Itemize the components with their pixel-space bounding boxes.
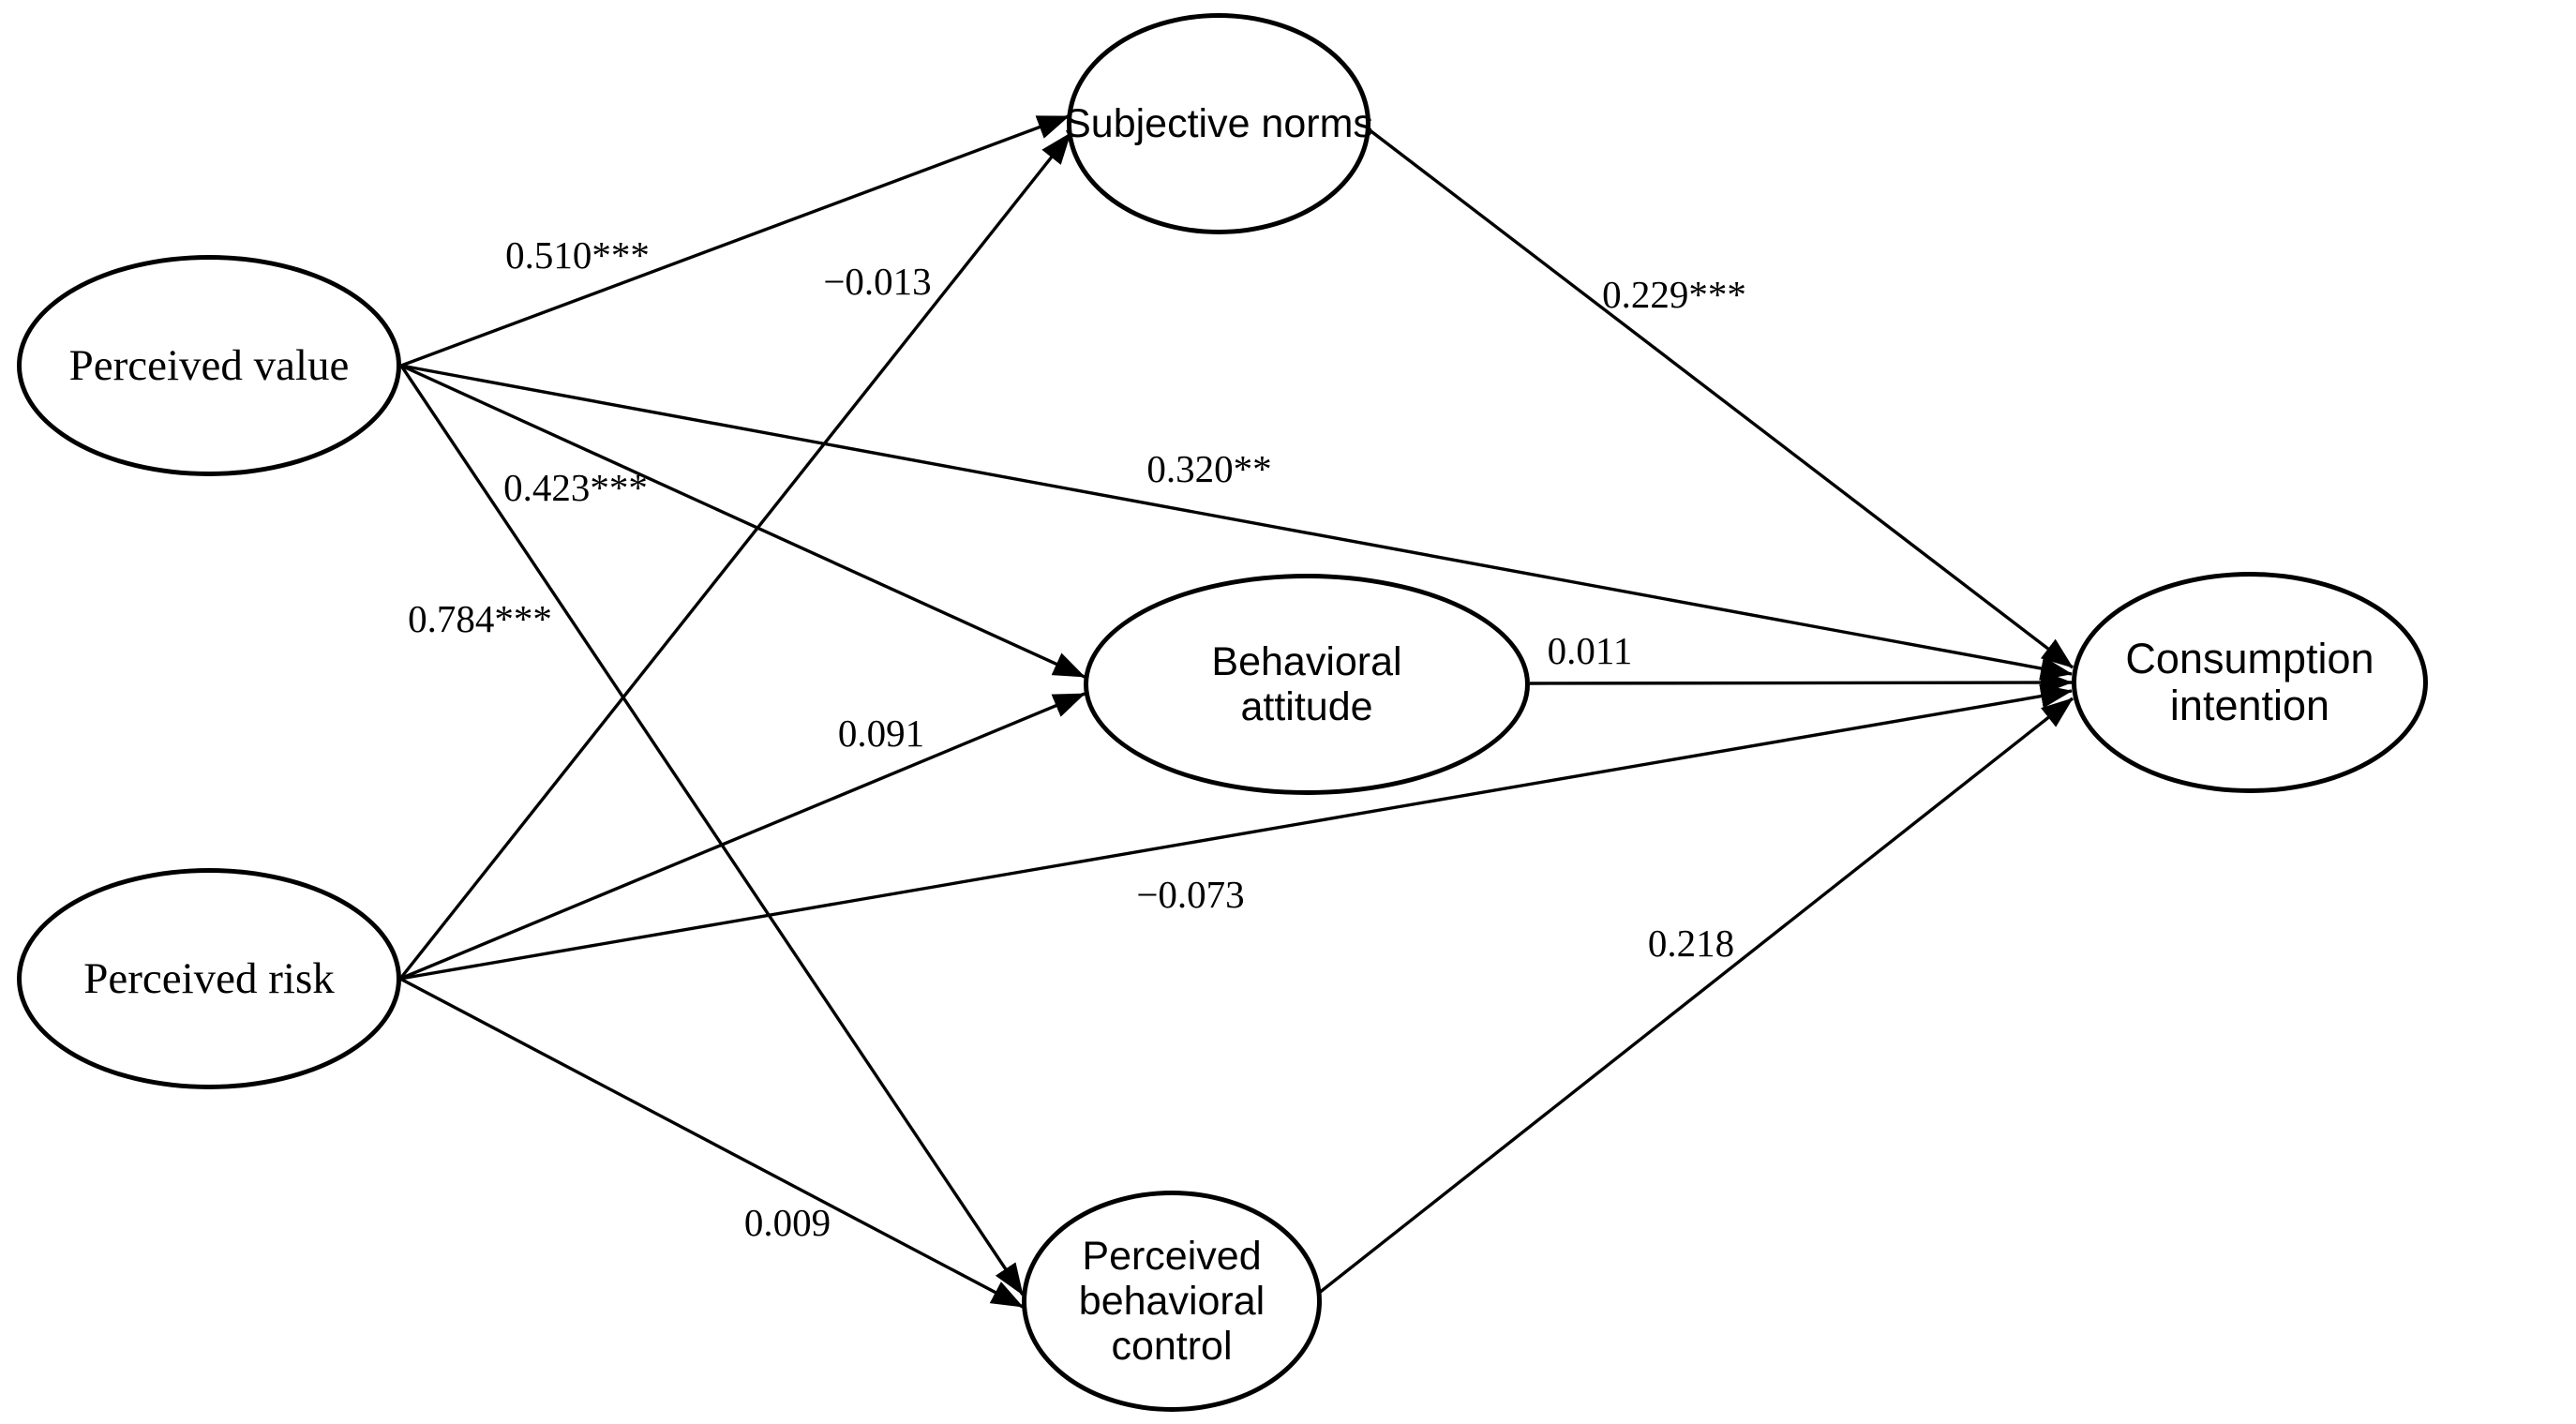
arrow-perceived-risk-to-subjective-norms (398, 131, 1072, 981)
coef-perceived-risk-to-consumption-intention: −0.073 (1136, 873, 1245, 916)
arrow-perceived-value-to-subjective-norms (400, 114, 1070, 367)
coef-perceived-value-to-subjective-norms: 0.510*** (505, 233, 650, 277)
coef-perceived-risk-to-behavioral-attitude: 0.091 (837, 712, 925, 755)
coef-perceived-risk-to-perceived-behavioral-control: 0.009 (743, 1201, 831, 1244)
node-perceived-behavioral-control: Perceived behavioral control (1022, 1191, 1322, 1412)
arrow-perceived-behavioral-control-to-consumption-intention (1316, 697, 2074, 1296)
coef-subjective-norms-to-consumption-intention: 0.229*** (1602, 273, 1746, 316)
arrow-perceived-risk-to-perceived-behavioral-control (399, 977, 1024, 1309)
arrow-perceived-value-to-perceived-behavioral-control (399, 365, 1025, 1296)
node-perceived-behavioral-control-label: Perceived behavioral control (1078, 1233, 1266, 1370)
node-subjective-norms-label: Subjective norms (1064, 100, 1373, 146)
node-consumption-intention: Consumption intention (2072, 572, 2428, 793)
coef-perceived-risk-to-subjective-norms: −0.013 (823, 260, 932, 303)
coef-behavioral-attitude-to-consumption-intention: 0.011 (1547, 629, 1633, 672)
arrow-subjective-norms-to-consumption-intention (1367, 127, 2074, 669)
node-perceived-value: Perceived value (17, 255, 401, 476)
arrow-behavioral-attitude-to-consumption-intention (1529, 670, 2073, 696)
coef-perceived-value-to-behavioral-attitude: 0.423*** (503, 466, 648, 509)
coef-perceived-value-to-consumption-intention: 0.320** (1146, 447, 1272, 490)
coef-perceived-behavioral-control-to-consumption-intention: 0.218 (1647, 922, 1735, 965)
arrow-perceived-value-to-behavioral-attitude (400, 364, 1086, 679)
node-behavioral-attitude: Behavioral attitude (1084, 574, 1530, 795)
node-subjective-norms: Subjective norms (1064, 13, 1373, 234)
coef-perceived-value-to-perceived-behavioral-control: 0.784*** (408, 597, 552, 640)
arrow-perceived-risk-to-behavioral-attitude (399, 692, 1086, 981)
node-perceived-value-label: Perceived value (68, 340, 350, 390)
node-behavioral-attitude-label: Behavioral attitude (1211, 638, 1402, 729)
node-perceived-risk-label: Perceived risk (83, 953, 335, 1003)
arrow-perceived-value-to-consumption-intention (400, 364, 2073, 681)
node-perceived-risk: Perceived risk (17, 868, 401, 1089)
arrow-perceived-risk-to-consumption-intention (399, 683, 2073, 981)
node-consumption-intention-label: Consumption intention (2125, 634, 2374, 729)
